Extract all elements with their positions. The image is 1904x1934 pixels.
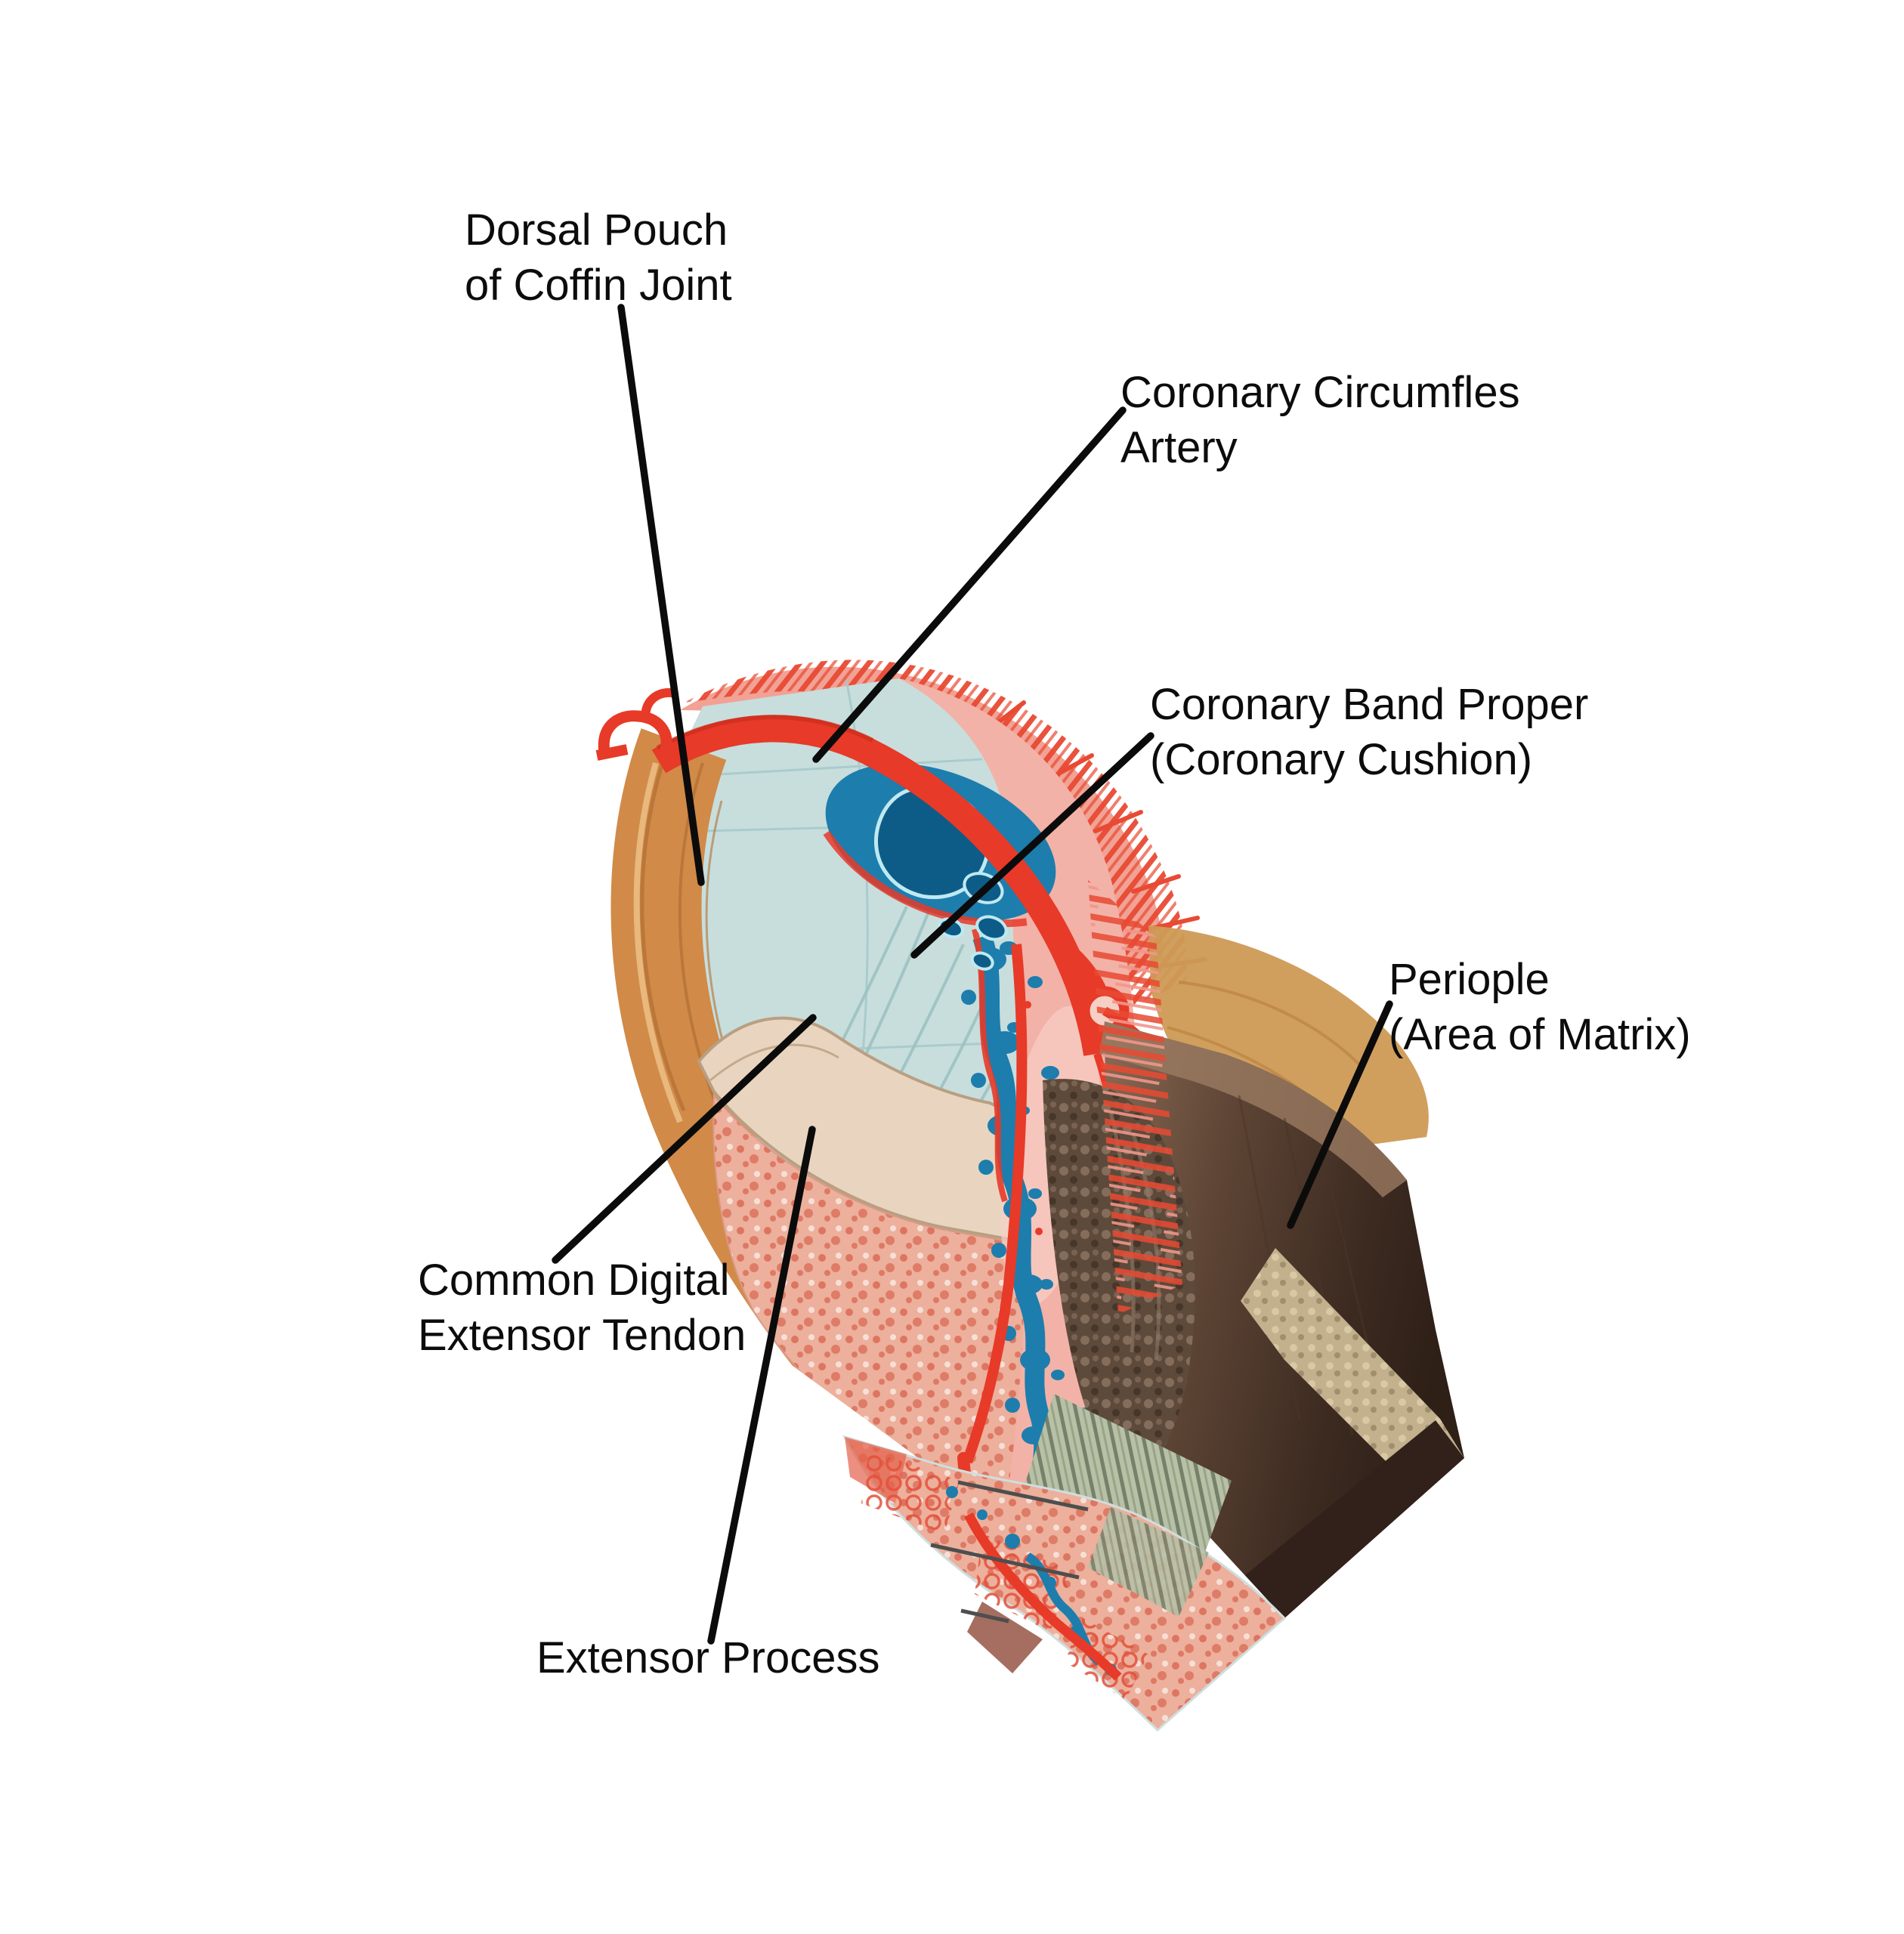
- label-line: Periople: [1389, 955, 1550, 1004]
- label-line: (Area of Matrix): [1389, 1010, 1691, 1059]
- papillae-rungs: [1088, 880, 1182, 1315]
- leader-lines: [552, 304, 1393, 1645]
- label-line: Coronary Band Proper: [1150, 680, 1589, 729]
- label-dorsal-pouch: Dorsal Pouch of Coffin Joint: [465, 202, 732, 313]
- label-line: Coronary Circumfles: [1120, 368, 1520, 417]
- leader-coronary-band: [910, 732, 1154, 959]
- label-periople: Periople (Area of Matrix): [1389, 952, 1691, 1062]
- tan-stipple-band: [1241, 1248, 1464, 1482]
- lower-cut-block: [842, 1435, 1287, 1732]
- leader-extensor-process: [707, 1126, 816, 1645]
- leader-dorsal-pouch: [617, 304, 705, 886]
- leader-coronary-artery: [812, 406, 1127, 763]
- label-coronary-circumflex-artery: Coronary Circumfles Artery: [1120, 365, 1520, 475]
- label-extensor-process: Extensor Process: [536, 1630, 880, 1685]
- label-line: Dorsal Pouch: [465, 205, 728, 255]
- label-line: Common Digital: [418, 1256, 730, 1305]
- label-coronary-band-proper: Coronary Band Proper (Coronary Cushion): [1150, 677, 1588, 787]
- label-line: of Coffin Joint: [465, 261, 732, 310]
- leader-periople: [1287, 1000, 1393, 1229]
- marker-needles: [930, 1480, 1089, 1624]
- label-common-digital-extensor-tendon: Common Digital Extensor Tendon: [418, 1253, 746, 1363]
- label-line: (Coronary Cushion): [1150, 735, 1533, 784]
- wall-dark-edge-band: [1245, 1420, 1464, 1618]
- label-line: Extensor Tendon: [418, 1311, 746, 1360]
- label-line: Extensor Process: [536, 1633, 880, 1682]
- label-line: Artery: [1120, 423, 1238, 472]
- leader-extensor-tendon: [552, 1014, 817, 1264]
- venous-plexus-chain: [961, 928, 1054, 1502]
